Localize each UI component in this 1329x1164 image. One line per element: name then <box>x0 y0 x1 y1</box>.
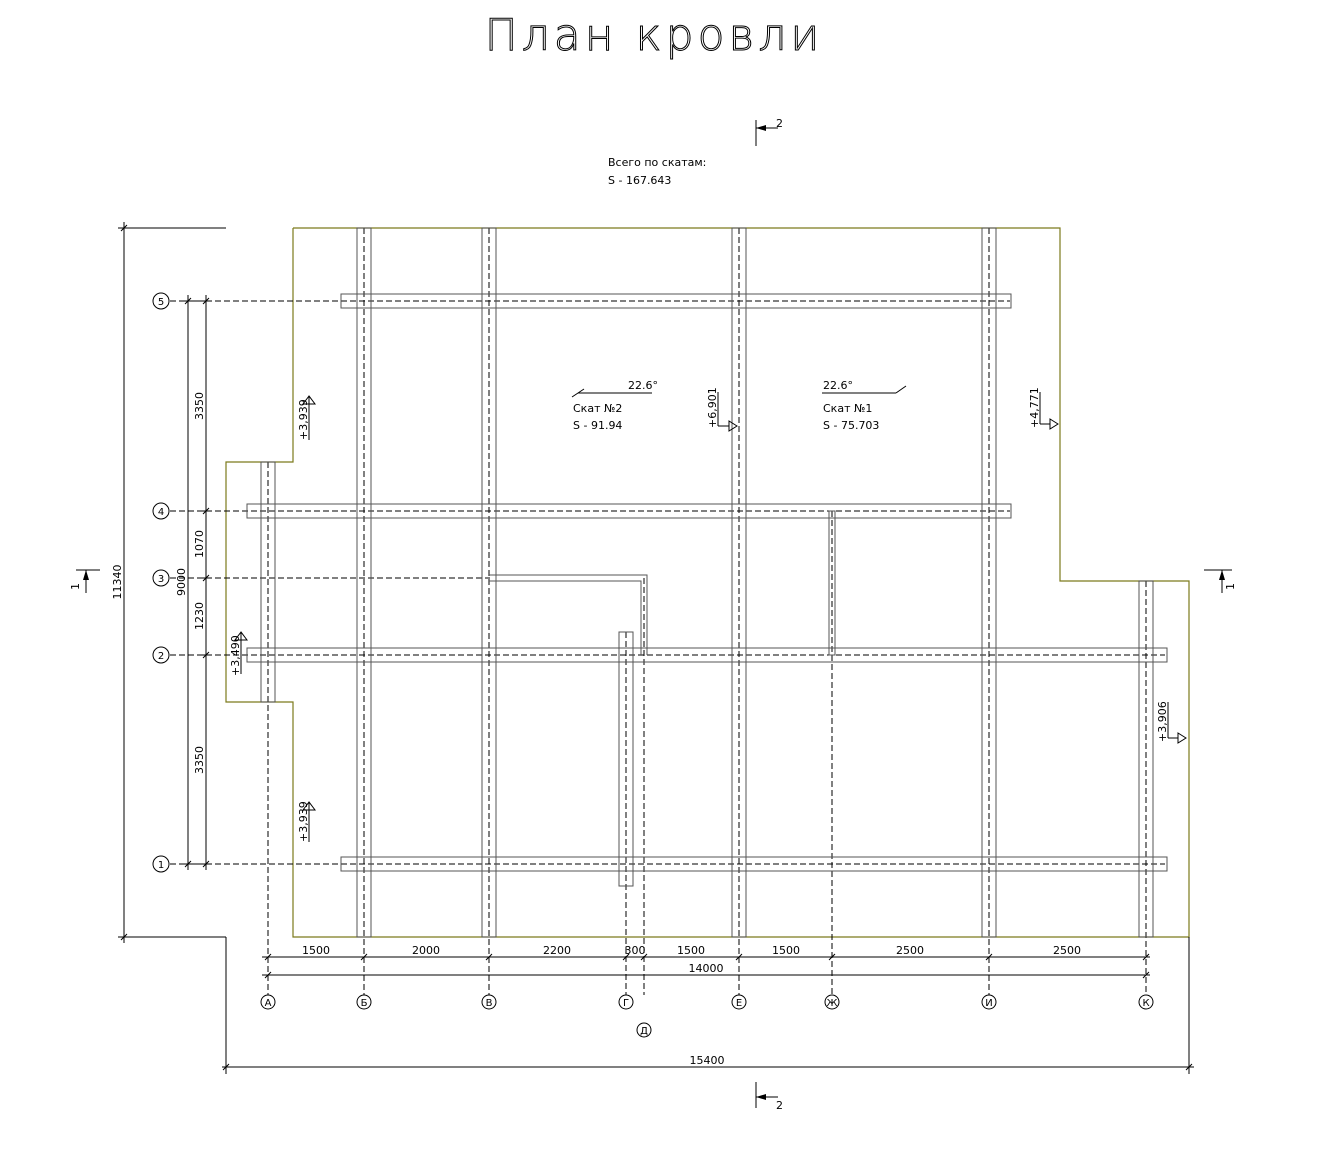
section-mark-right-label: 1 <box>1224 583 1237 590</box>
axis-marker-row: 1 <box>158 860 164 871</box>
axis-markers-rows: 5 4 3 2 1 <box>152 292 170 873</box>
dimension-overall-x-label: 15400 <box>690 1054 725 1067</box>
dimension-total-x: 14000 <box>689 962 724 975</box>
beams-horizontal <box>246 293 1168 872</box>
axis-lines-vertical <box>267 228 1147 995</box>
drawing-title: План кровли <box>485 10 824 61</box>
axis-marker-column: К <box>1142 998 1149 1009</box>
elevation-mark: +3,939 <box>297 395 316 440</box>
dimensions-horizontal: 1500 2000 2200 300 1500 1500 2500 2500 1… <box>262 944 1150 979</box>
axis-marker-column: Д <box>640 1026 648 1037</box>
dimension-label: 1500 <box>772 944 800 957</box>
axis-marker-row: 5 <box>158 297 164 308</box>
axis-lines-horizontal <box>170 300 1165 865</box>
dimension-label: 2000 <box>412 944 440 957</box>
axis-marker-row: 3 <box>158 574 164 585</box>
dimension-label: 1500 <box>302 944 330 957</box>
svg-text:+6,901: +6,901 <box>706 387 719 428</box>
dimension-label: 1500 <box>677 944 705 957</box>
dimension-label: 300 <box>625 944 646 957</box>
svg-text:+3,906: +3,906 <box>1156 701 1169 742</box>
axis-marker-column: В <box>486 998 493 1009</box>
slope-1-name: Скат №1 <box>823 402 872 415</box>
axis-marker-column: А <box>265 998 272 1009</box>
section-mark-top-label: 2 <box>776 117 783 130</box>
axis-marker-column: Г <box>623 998 629 1009</box>
slope-1-area: S - 75.703 <box>823 419 879 432</box>
svg-text:+3,939: +3,939 <box>297 801 310 842</box>
slope-1: 22.6° Скат №1 S - 75.703 <box>822 379 907 432</box>
section-mark-top: 2 <box>755 117 783 146</box>
dimension-label: 3350 <box>193 392 206 420</box>
axis-marker-column: Е <box>736 998 742 1009</box>
section-mark-left: 1 <box>69 569 100 593</box>
axis-marker-row: 2 <box>158 651 164 662</box>
slope-2-name: Скат №2 <box>573 402 622 415</box>
dimension-label: 2200 <box>543 944 571 957</box>
svg-text:+3,490: +3,490 <box>229 635 242 676</box>
dimension-label: 3350 <box>193 746 206 774</box>
svg-text:+3,939: +3,939 <box>297 399 310 440</box>
elevation-mark: +3,939 <box>297 801 316 842</box>
slope-2-angle: 22.6° <box>628 379 658 392</box>
axis-marker-column: Ж <box>827 998 838 1009</box>
dimension-overall-x: 15400 <box>222 937 1194 1074</box>
elevation-mark: +4,771 <box>1028 387 1059 430</box>
axis-marker-column: И <box>985 998 992 1009</box>
dimension-label: 2500 <box>1053 944 1081 957</box>
dimension-total-y: 9000 <box>175 568 188 596</box>
slope-2: 22.6° Скат №2 S - 91.94 <box>571 379 658 432</box>
dimension-label: 1070 <box>193 530 206 558</box>
section-mark-left-label: 1 <box>69 583 82 590</box>
slope-1-angle: 22.6° <box>823 379 853 392</box>
dimension-overall-y-label: 11340 <box>111 565 124 600</box>
dimensions-vertical: 3350 1070 1230 3350 9000 <box>175 295 212 870</box>
total-area: S - 167.643 <box>608 174 671 187</box>
section-mark-bottom-label: 2 <box>776 1099 783 1112</box>
axis-marker-row: 4 <box>158 507 164 518</box>
axis-marker-column: Б <box>361 998 368 1009</box>
dimension-label: 2500 <box>896 944 924 957</box>
elevation-mark: +3,490 <box>229 631 248 676</box>
elevation-mark: +6,901 <box>706 387 738 432</box>
dimension-label: 1230 <box>193 602 206 630</box>
elevation-mark: +3,906 <box>1156 701 1187 744</box>
slope-2-area: S - 91.94 <box>573 419 622 432</box>
axis-markers-columns: А Б В Г Д Е Ж И К <box>260 994 1154 1038</box>
section-mark-bottom: 2 <box>755 1082 783 1112</box>
beams-vertical <box>260 227 1154 938</box>
dimension-overall-y: 11340 <box>111 222 226 943</box>
svg-text:+4,771: +4,771 <box>1028 387 1041 428</box>
roof-outline <box>225 227 1190 938</box>
section-mark-right: 1 <box>1204 569 1237 593</box>
total-label: Всего по скатам: <box>608 156 706 169</box>
